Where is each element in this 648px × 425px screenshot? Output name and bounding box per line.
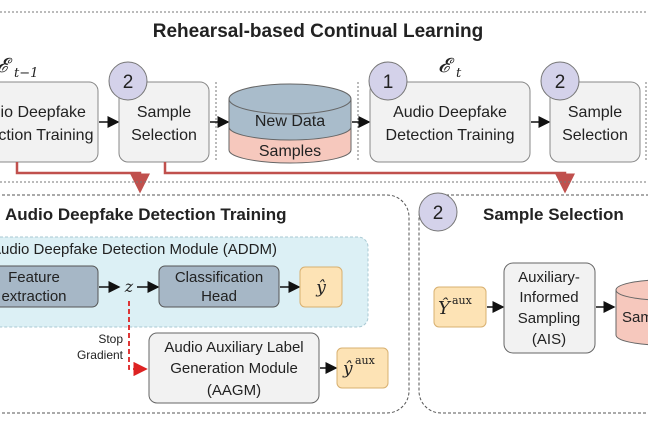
svg-text:Head: Head [201,288,237,305]
svg-text:Sample: Sample [568,104,622,121]
stop-gradient-arrow [128,301,148,377]
y-aux-output: ŷ aux [336,347,389,389]
expand-arrow-selection [163,162,575,194]
svg-text:Feature: Feature [8,269,60,286]
svg-text:(AAGM): (AAGM) [207,382,261,399]
svg-text:Sample: Sample [137,104,191,121]
svg-text:Samples: Samples [622,309,648,326]
svg-text:Audio Auxiliary Label: Audio Auxiliary Label [164,339,303,356]
stop-gradient-label: Stop [98,332,123,346]
sample-selection-box-cur: Sample Selection [549,81,641,163]
svg-text:Audio Deepfake: Audio Deepfake [0,104,86,121]
svg-text:Sampling: Sampling [518,310,581,327]
svg-text:Generation Module: Generation Module [170,360,298,377]
svg-text:ŷ: ŷ [342,359,353,379]
svg-text:Ŷ: Ŷ [438,296,452,319]
detection-training-box-cur: Audio Deepfake Detection Training [369,81,531,163]
data-cylinder: New Data Samples [228,83,352,164]
expand-arrow-training [15,162,150,194]
svg-text:𝓔: 𝓔 [0,53,13,77]
training-panel-title: Audio Deepfake Detection Training [5,205,287,224]
stop-gradient-label: Gradient [77,348,124,362]
svg-text:2: 2 [433,203,444,224]
sample-selection-box-prev: Sample Selection [118,81,210,163]
feature-extraction-box: Feature extraction [0,265,99,308]
svg-text:Selection: Selection [562,127,628,144]
new-data-label: New Data [255,113,325,130]
addm-label: Audio Deepfake Detection Module (ADDM) [0,241,277,258]
y-hat-output: ŷ [299,266,343,308]
svg-text:aux: aux [452,294,473,307]
step-badge-2: 2 [418,192,458,232]
svg-text:1: 1 [383,72,394,93]
svg-text:𝓔: 𝓔 [438,53,455,77]
Y-aux-input: Ŷ aux [433,286,487,328]
samples-cylinder: Samples [615,279,648,346]
svg-text:(AIS): (AIS) [532,331,566,348]
detection-training-box-prev: Audio Deepfake Detection Training [0,81,99,163]
svg-text:Classification: Classification [175,269,263,286]
svg-text:2: 2 [555,72,566,93]
svg-text:t−1: t−1 [14,66,38,81]
step-badge-1: 1 [368,61,408,101]
experience-cur-label: 𝓔 t [438,53,462,81]
diagram-title: Rehearsal-based Continual Learning [153,21,483,42]
svg-text:Selection: Selection [131,127,197,144]
svg-text:ŷ: ŷ [315,278,326,298]
experience-prev-label: 𝓔 t−1 [0,53,38,81]
svg-text:Detection Training: Detection Training [386,127,515,144]
classification-head-box: Classification Head [158,265,280,308]
svg-text:Audio Deepfake: Audio Deepfake [393,104,507,121]
svg-text:extraction: extraction [1,288,66,305]
svg-text:Informed: Informed [519,289,578,306]
svg-text:2: 2 [123,72,134,93]
aagm-box: Audio Auxiliary Label Generation Module … [148,332,320,404]
svg-text:Detection Training: Detection Training [0,127,93,144]
ais-box: Auxiliary- Informed Sampling (AIS) [503,262,596,354]
svg-text:aux: aux [355,354,376,367]
selection-panel-title: Sample Selection [483,205,624,224]
step-badge-2: 2 [540,61,580,101]
svg-text:t: t [456,66,462,81]
step-badge-2: 2 [108,61,148,101]
latent-z: z [124,277,134,296]
svg-text:Auxiliary-: Auxiliary- [518,269,580,286]
samples-label: Samples [259,143,321,160]
